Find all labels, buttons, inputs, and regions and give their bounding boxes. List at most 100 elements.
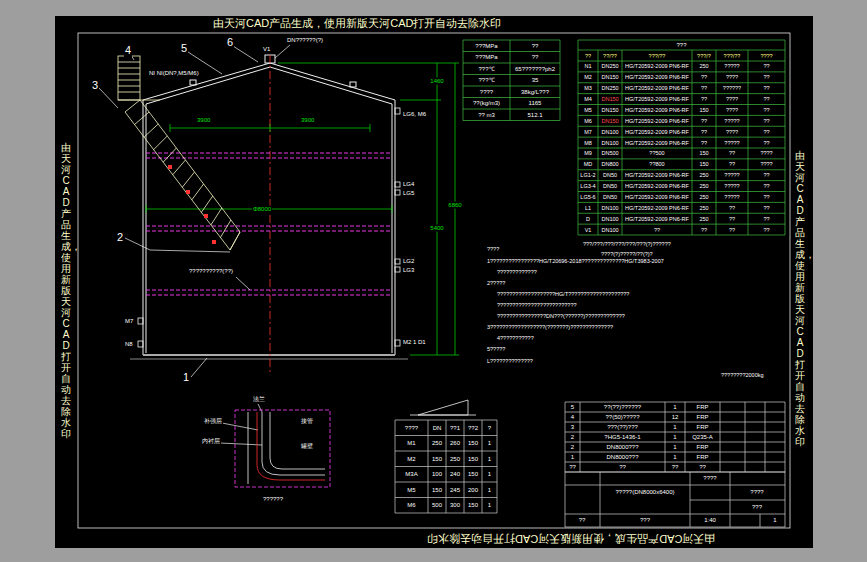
table-cell: HG/T20592-2009 PN6-RF — [624, 194, 690, 200]
grid-line — [785, 402, 786, 472]
leader-lines — [236, 277, 250, 290]
nozzle-label: LG3 — [402, 267, 415, 274]
parts-list-cell: FRP — [696, 424, 710, 431]
table-cell: HG/T20592-2009 PN6-RF — [624, 139, 690, 145]
grid-line — [463, 97, 560, 98]
table-cell: 150 — [698, 161, 709, 167]
parts-list-cell: 5 — [570, 404, 575, 411]
callout-number: 4 — [124, 44, 132, 57]
nozzle-label: NI NI(DN?,M5/M6) — [148, 70, 200, 77]
table-cell: ?? — [531, 42, 540, 49]
table-cell: 100 — [431, 471, 443, 478]
table-cell: L1 — [584, 205, 592, 211]
table-cell: ????? — [723, 139, 740, 145]
grid-line — [463, 109, 560, 110]
nozzles — [138, 341, 143, 347]
table-cell: V1 — [584, 226, 593, 232]
tank-shell — [146, 67, 392, 104]
detail-view — [235, 410, 330, 487]
tank-shell — [143, 354, 395, 356]
table-cell: HG/T20592-2009 PN6-RF — [624, 85, 690, 91]
tank-shell — [392, 104, 393, 353]
grid-line — [665, 402, 666, 472]
table-header: ???/?? — [723, 52, 742, 58]
table-cell: 150 — [698, 107, 709, 113]
table-cell: ?????? — [722, 85, 742, 91]
parts-list-cell: FRP — [696, 404, 710, 411]
grid-line — [578, 40, 579, 235]
dimension-lines — [370, 124, 371, 132]
table-cell: ?? — [762, 194, 770, 200]
tank-shell — [130, 55, 408, 359]
dimension-lines — [392, 205, 393, 213]
table-cell: M5 — [406, 486, 416, 493]
grid-line — [685, 402, 686, 472]
table-cell: 250 — [698, 63, 709, 69]
table-cell: ???? — [479, 88, 494, 95]
table-cell: ???? — [759, 161, 773, 167]
parts-list-cell: 12 — [671, 414, 680, 421]
table-cell: 300 — [449, 502, 461, 509]
title-block-text: ?????(DN8000x6400) — [614, 489, 675, 496]
watermark: 由天河CAD产品生成，使用新版天河CAD打开自动去除水印 — [212, 17, 502, 30]
grid-line — [578, 93, 785, 94]
parts-list-cell: 1 — [672, 454, 677, 461]
table-cell: ????? — [723, 194, 740, 200]
nozzles — [395, 182, 400, 187]
table-cell: HG/T20592-2009 PN6-RF — [624, 172, 690, 178]
grid-line — [565, 412, 785, 413]
table-cell: 1 — [487, 455, 492, 462]
stair-steps — [173, 160, 186, 175]
table-cell: M3A — [404, 471, 418, 478]
table-cell: 38kg/L??? — [520, 88, 550, 95]
table-cell: ????? — [723, 183, 740, 189]
title-block-text: ?? — [578, 517, 587, 524]
tank-shell — [350, 82, 356, 87]
grid-line — [497, 420, 498, 513]
parts-list-cell: ??(??)?????? — [603, 404, 642, 411]
table-cell: DN800 — [600, 161, 619, 167]
detail-label: 补强层 — [203, 418, 223, 425]
ladder-cage — [140, 100, 240, 232]
grid-line — [716, 50, 717, 235]
stair-steps — [192, 184, 204, 200]
table-cell: 1165 — [528, 100, 543, 107]
nozzles — [395, 267, 400, 272]
table-cell: DN100 — [600, 216, 619, 222]
detail-label: 内衬层 — [201, 438, 221, 445]
grid-line — [578, 148, 785, 149]
ring-bands — [146, 231, 392, 232]
table-cell: HG/T20592-2009 PN6-RF — [624, 63, 690, 69]
ladder-cage — [125, 112, 230, 250]
tank-shell — [395, 100, 396, 355]
nozzles — [395, 108, 400, 114]
table-grid — [395, 420, 497, 513]
ring-bands — [146, 158, 392, 159]
table-cell: DN250 — [600, 63, 619, 69]
grid-line — [578, 40, 785, 41]
nozzle-label: M2 1 D1 — [402, 339, 427, 346]
tank-shell — [190, 80, 196, 85]
dimension-lines — [400, 100, 433, 101]
table-title: ??? — [675, 42, 687, 49]
callout-number: 5 — [180, 42, 188, 55]
grid-line — [578, 126, 785, 127]
table-cell: ?? — [700, 85, 708, 91]
table-cell: HG/T20592-2009 PN6-RF — [624, 96, 690, 102]
table-cell: ??1 — [449, 424, 461, 431]
note-text: ???????????????????HG/T?????????????????… — [496, 291, 630, 297]
table-header: ???/? — [696, 52, 712, 58]
note-text: 3??????????????????(???????)????????????… — [486, 324, 614, 330]
grid-line — [560, 40, 561, 121]
parts-list-cell: 2 — [570, 434, 575, 441]
table-cell: LG1-2 — [579, 172, 596, 178]
dimension-lines — [170, 124, 171, 132]
grid-line — [482, 420, 483, 513]
ladder-cage — [118, 62, 140, 63]
note-text: ?????????????????????????? — [496, 302, 578, 308]
grid-line — [565, 402, 566, 472]
table-cell: 512.1 — [526, 111, 543, 118]
dimension-lines — [433, 63, 459, 64]
table-cell: ?? — [700, 226, 708, 232]
leader-lines — [125, 238, 230, 252]
